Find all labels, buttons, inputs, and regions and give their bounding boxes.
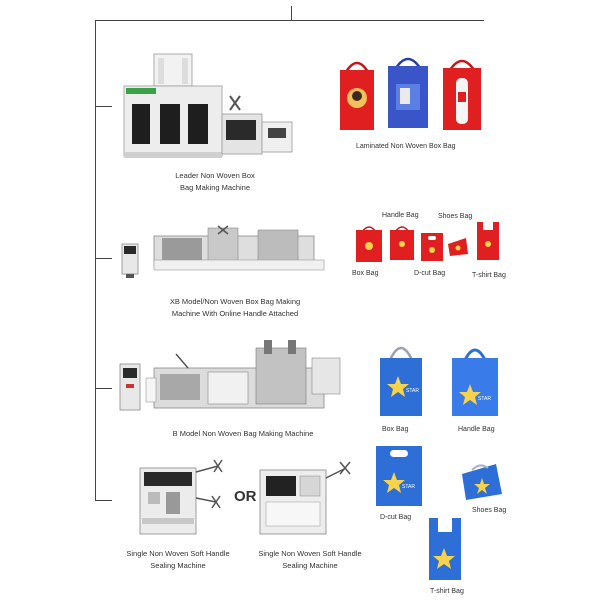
vertical-trunk-line — [95, 20, 96, 500]
branch-line-2 — [95, 258, 112, 259]
b-box-bag-blue-image: STAR — [380, 346, 422, 416]
svg-text:STAR: STAR — [402, 484, 415, 490]
caption-line: Machine With Online Handle Attached — [171, 309, 299, 318]
b-model-machine-caption: B Model Non Woven Bag Making Machine — [148, 428, 338, 440]
b-handle-bag-label: Handle Bag — [458, 426, 495, 433]
xb-dcut-bag-red-image — [421, 233, 443, 261]
svg-text:STAR: STAR — [478, 396, 491, 402]
caption-line: Bag Making Machine — [179, 183, 251, 192]
xb-machine-caption: XB Model/Non Woven Box Bag Making Machin… — [150, 296, 320, 320]
b-model-machine-image — [119, 340, 341, 411]
leader-machine-caption: Leader Non Woven Box Bag Making Machine — [150, 170, 280, 194]
laminated-bag-red-image — [340, 61, 374, 130]
sealing-machine-right-caption: Single Non Woven Soft Handle Sealing Mac… — [250, 548, 370, 572]
xb-box-bag-red-image — [356, 226, 382, 262]
sealing-tshirt-bag-label: T-shirt Bag — [430, 588, 464, 595]
caption-line: B Model Non Woven Bag Making Machine — [172, 429, 314, 438]
caption-line: Leader Non Woven Box — [175, 171, 255, 180]
caption-line: Single Non Woven Soft Handle — [258, 549, 362, 558]
or-separator: OR — [234, 488, 257, 505]
branch-line-3 — [95, 388, 112, 389]
xb-dcut-bag-label: D-cut Bag — [414, 270, 446, 277]
svg-text:STAR: STAR — [406, 388, 419, 394]
branch-line-4 — [95, 500, 112, 501]
xb-shoes-bag-label: Shoes Bag — [438, 213, 473, 220]
sealing-machine-left-caption: Single Non Woven Soft Handle Sealing Mac… — [118, 548, 238, 572]
laminated-bag-caption: Laminated Non Woven Box Bag — [356, 143, 456, 150]
laminated-bag-red-drink-image — [443, 59, 481, 130]
xb-model-machine-image — [121, 225, 325, 278]
caption-line: XB Model/Non Woven Box Bag Making — [169, 297, 301, 306]
top-stem-line — [291, 6, 292, 20]
xb-tshirt-bag-red-image — [477, 222, 499, 260]
b-box-bag-label: Box Bag — [382, 426, 409, 433]
b-handle-bag-blue-image: STAR — [452, 348, 498, 416]
sealing-tshirt-bag-blue-image — [429, 518, 461, 580]
branch-line-1 — [95, 106, 112, 107]
sealing-machine-left-image — [139, 459, 223, 535]
sealing-machine-right-image — [259, 461, 351, 535]
caption-line: Sealing Machine — [282, 561, 338, 570]
xb-tshirt-bag-label: T-shirt Bag — [472, 272, 506, 279]
top-horizontal-line — [95, 20, 484, 21]
sealing-shoes-bag-label: Shoes Bag — [472, 507, 507, 514]
caption-line: Sealing Machine — [150, 561, 206, 570]
sealing-dcut-bag-label: D-cut Bag — [380, 514, 412, 521]
xb-handle-bag-label: Handle Bag — [382, 212, 419, 219]
sealing-shoes-bag-blue-image — [462, 464, 502, 500]
xb-box-bag-label: Box Bag — [352, 270, 379, 277]
caption-line: Single Non Woven Soft Handle — [126, 549, 230, 558]
xb-handle-bag-red-image — [390, 226, 414, 260]
laminated-bag-blue-image — [388, 57, 428, 128]
xb-shoes-bag-red-image — [448, 238, 468, 256]
leader-box-bag-machine-image — [123, 53, 293, 158]
sealing-dcut-bag-blue-image: STAR — [376, 446, 422, 506]
